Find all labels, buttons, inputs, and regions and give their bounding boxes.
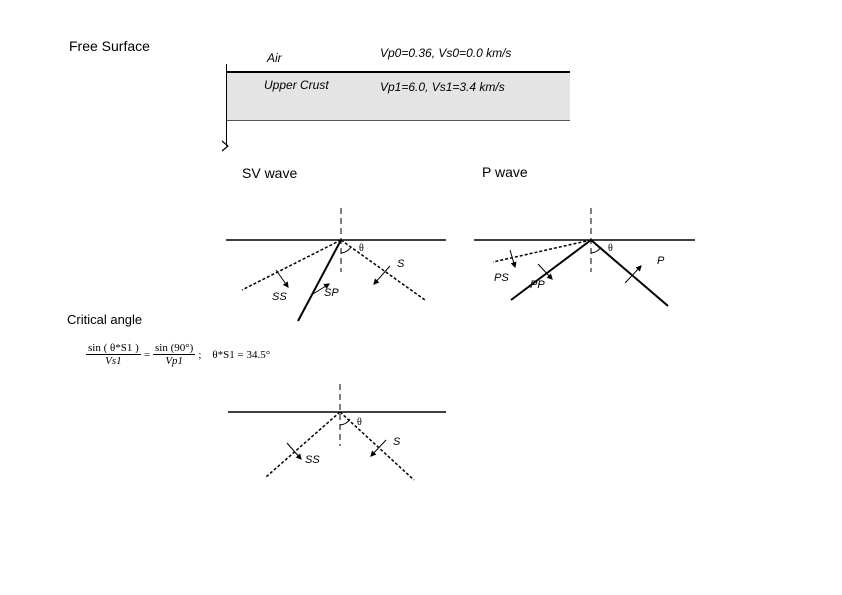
crit-theta-arc xyxy=(339,418,351,426)
sv-label-sp: SP xyxy=(324,287,339,299)
sv-label-ss: SS xyxy=(272,291,287,303)
sv-wave-title: SV wave xyxy=(242,165,298,181)
formula-equals: = xyxy=(143,348,151,361)
p-incident-p-ray xyxy=(590,239,669,307)
sv-diagram: θ S SS SP xyxy=(226,208,446,322)
depth-axis-arrow xyxy=(221,140,229,152)
crit-label-ss: SS xyxy=(305,454,320,466)
p-ps-polarization-arrow xyxy=(509,249,517,269)
crit-label-s: S xyxy=(393,436,401,448)
crit-s-polarization-arrow xyxy=(370,439,387,457)
air-properties: Vp0=0.36, Vs0=0.0 km/s xyxy=(380,46,512,60)
p-theta: θ xyxy=(608,243,613,254)
formula-left-denominator: Vs1 xyxy=(105,355,122,367)
sv-ss-polarization-arrow xyxy=(275,269,289,288)
critical-angle-title: Critical angle xyxy=(67,312,143,327)
crit-ss-polarization-arrow xyxy=(286,442,302,460)
crit-theta: θ xyxy=(357,417,362,428)
p-diagram: θ P PS PP xyxy=(474,208,695,307)
formula-separator: ; xyxy=(198,348,202,361)
sv-theta-arc xyxy=(340,246,352,254)
crit-incident-s-ray xyxy=(339,411,415,481)
p-label-ps: PS xyxy=(494,272,509,284)
sv-sp-polarization-arrow xyxy=(312,283,331,295)
upper-crust-label: Upper Crust xyxy=(264,78,329,92)
sv-incident-s-ray xyxy=(340,239,426,301)
p-reflected-ps-ray xyxy=(492,239,592,263)
air-label: Air xyxy=(267,51,282,65)
crit-reflected-ss-ray xyxy=(265,411,341,478)
sv-reflected-sp-ray xyxy=(297,239,342,322)
sv-theta: θ xyxy=(359,243,364,254)
formula-left-numerator: sin ( θ*S1 ) xyxy=(86,342,141,355)
critical-diagram: θ S SS xyxy=(228,384,446,481)
formula-right-denominator: Vp1 xyxy=(165,355,184,367)
sv-label-s: S xyxy=(397,258,405,270)
critical-angle-formula: sin ( θ*S1 ) Vs1 = sin (90°) Vp1 ; θ*S1 =… xyxy=(86,342,273,367)
formula-right-numerator: sin (90°) xyxy=(153,342,196,355)
sv-reflected-ss-ray xyxy=(241,239,342,291)
p-label-p: P xyxy=(657,255,665,267)
p-theta-arc xyxy=(590,246,602,254)
sv-s-polarization-arrow xyxy=(373,265,391,285)
formula-result: θ*S1 = 34.5° xyxy=(212,348,271,361)
formula-right-fraction: sin (90°) Vp1 xyxy=(153,342,196,367)
upper-crust-layer xyxy=(227,71,570,121)
upper-crust-properties: Vp1=6.0, Vs1=3.4 km/s xyxy=(380,80,505,94)
p-wave-title: P wave xyxy=(482,164,528,180)
formula-left-fraction: sin ( θ*S1 ) Vs1 xyxy=(86,342,141,367)
p-pp-polarization-arrow xyxy=(537,263,553,280)
p-label-pp: PP xyxy=(530,279,545,291)
page-title: Free Surface xyxy=(69,38,150,54)
p-reflected-pp-ray xyxy=(510,239,592,301)
p-p-polarization-arrow xyxy=(624,265,642,284)
depth-axis xyxy=(226,64,227,146)
